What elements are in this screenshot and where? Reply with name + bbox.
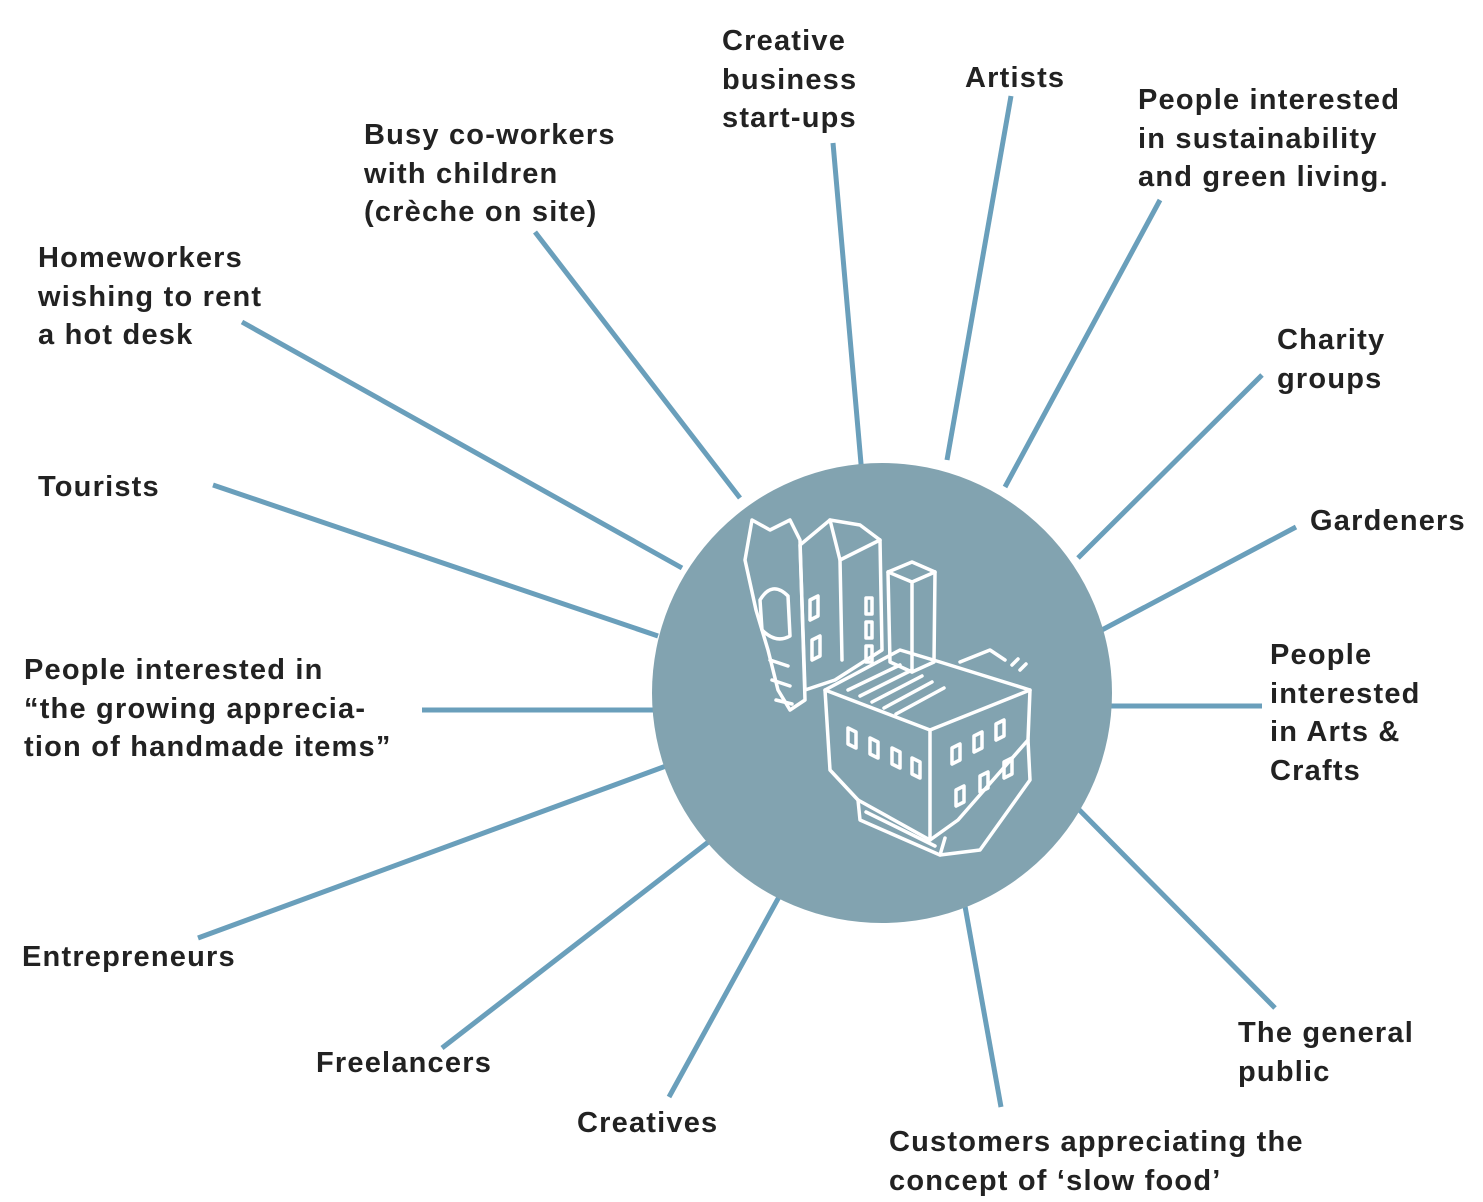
audience-label-general-public: The general public — [1238, 1017, 1414, 1088]
connector-line-artists — [944, 95, 1014, 461]
connector-line-gardeners — [1081, 524, 1298, 643]
audience-label-creative-business-start-ups: Creative business start-ups — [722, 25, 858, 134]
audience-label-gardeners: Gardeners — [1310, 505, 1466, 537]
connector-line-charity-groups — [1076, 373, 1264, 560]
audience-label-sustainability: People interested in sustainability and … — [1138, 84, 1401, 193]
audience-label-homeworkers: Homeworkers wishing to rent a hot desk — [38, 242, 263, 351]
audience-label-creatives: Creatives — [577, 1107, 719, 1139]
connector-line-creatives — [666, 884, 788, 1099]
audience-label-tourists: Tourists — [38, 471, 160, 503]
audience-label-charity-groups: Charity groups — [1277, 324, 1386, 395]
connector-line-sustainability — [1002, 198, 1163, 489]
connector-line-slow-food — [960, 894, 1004, 1108]
audience-label-freelancers: Freelancers — [316, 1047, 493, 1079]
connector-line-busy-co-workers — [533, 230, 742, 500]
connector-line-entrepreneurs — [197, 745, 716, 941]
audience-label-artists: Artists — [965, 62, 1066, 94]
hub-circle — [652, 463, 1112, 923]
audience-label-entrepreneurs: Entrepreneurs — [22, 941, 236, 973]
audience-label-slow-food: Customers appreciating the concept of ‘s… — [889, 1126, 1304, 1197]
audience-label-busy-co-workers: Busy co-workers with children (crèche on… — [364, 119, 616, 228]
audience-label-arts-and-crafts: People interested in Arts & Crafts — [1270, 639, 1421, 787]
connector-line-freelancers — [440, 831, 722, 1050]
connector-line-creative-business-start-ups — [830, 142, 865, 476]
connector-line-tourists — [212, 482, 659, 639]
connector-line-homeworkers — [240, 319, 684, 571]
audience-label-handmade-items: People interested in “the growing apprec… — [24, 654, 392, 763]
building-sketch-icon — [743, 518, 1032, 857]
